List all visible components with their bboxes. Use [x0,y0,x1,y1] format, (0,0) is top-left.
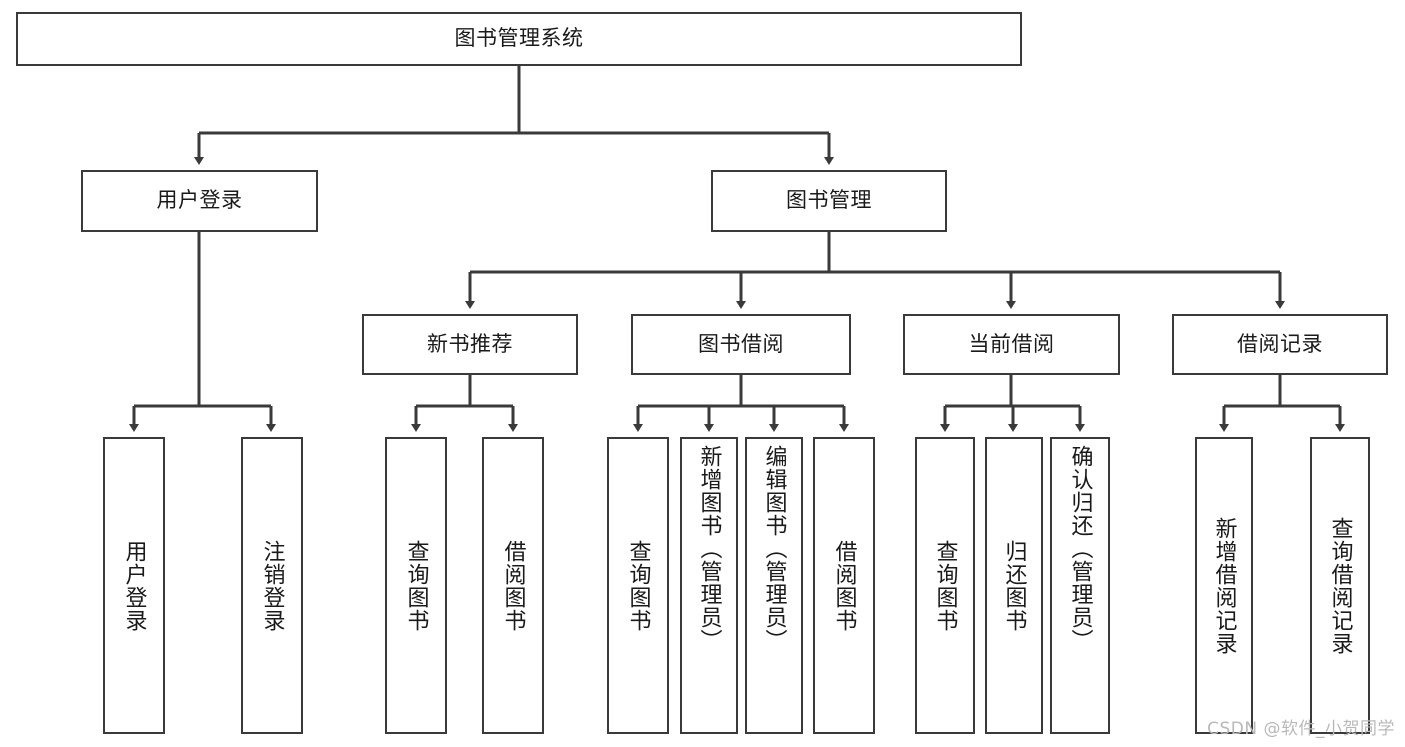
node-book-borrow[interactable]: 图书借阅 [631,314,851,375]
leaf-user-login-login-label: 用户登录 [121,539,147,632]
leaf-record-query-label: 查询借阅记录 [1327,516,1353,655]
node-borrow-record-label: 借阅记录 [1237,331,1323,356]
node-root-system[interactable]: 图书管理系统 [16,12,1022,66]
node-new-book-recommend-label: 新书推荐 [427,331,513,356]
node-borrow-record[interactable]: 借阅记录 [1172,314,1388,375]
leaf-current-confirm-return-label: 确认归还（管理员） [1067,445,1093,652]
leaf-new-book-borrow-label: 借阅图书 [500,539,526,632]
leaf-new-book-borrow[interactable]: 借阅图书 [482,437,544,734]
leaf-borrow-add-book-label: 新增图书（管理员） [696,445,722,652]
leaf-record-add[interactable]: 新增借阅记录 [1195,437,1253,734]
node-book-borrow-label: 图书借阅 [698,331,784,356]
leaf-record-add-label: 新增借阅记录 [1211,516,1237,655]
leaf-user-login-logout-label: 注销登录 [259,539,285,632]
leaf-borrow-query-book-label: 查询图书 [625,539,651,632]
leaf-new-book-query[interactable]: 查询图书 [385,437,447,734]
node-root-system-label: 图书管理系统 [454,26,584,51]
node-user-login-label: 用户登录 [156,188,243,213]
node-current-borrow-label: 当前借阅 [968,331,1055,356]
leaf-borrow-add-book[interactable]: 新增图书（管理员） [680,437,738,734]
watermark: CSDN @软件_小贺同学 [1207,719,1395,739]
leaf-borrow-edit-book-label: 编辑图书（管理员） [761,445,787,652]
node-book-management[interactable]: 图书管理 [711,170,947,232]
leaf-current-query-book[interactable]: 查询图书 [915,437,975,734]
leaf-borrow-edit-book[interactable]: 编辑图书（管理员） [745,437,803,734]
leaf-current-confirm-return[interactable]: 确认归还（管理员） [1050,437,1110,734]
leaf-new-book-query-label: 查询图书 [403,539,429,632]
leaf-borrow-borrow-book[interactable]: 借阅图书 [813,437,875,734]
leaf-record-query[interactable]: 查询借阅记录 [1310,437,1370,734]
leaf-current-return-book-label: 归还图书 [1001,539,1027,632]
node-new-book-recommend[interactable]: 新书推荐 [362,314,578,375]
leaf-user-login-logout[interactable]: 注销登录 [241,437,303,734]
leaf-user-login-login[interactable]: 用户登录 [103,437,165,734]
leaf-borrow-borrow-book-label: 借阅图书 [831,539,857,632]
node-user-login[interactable]: 用户登录 [81,170,318,232]
leaf-borrow-query-book[interactable]: 查询图书 [607,437,669,734]
leaf-current-query-book-label: 查询图书 [932,539,958,632]
node-book-management-label: 图书管理 [786,188,872,213]
leaf-current-return-book[interactable]: 归还图书 [985,437,1043,734]
node-current-borrow[interactable]: 当前借阅 [903,314,1120,375]
